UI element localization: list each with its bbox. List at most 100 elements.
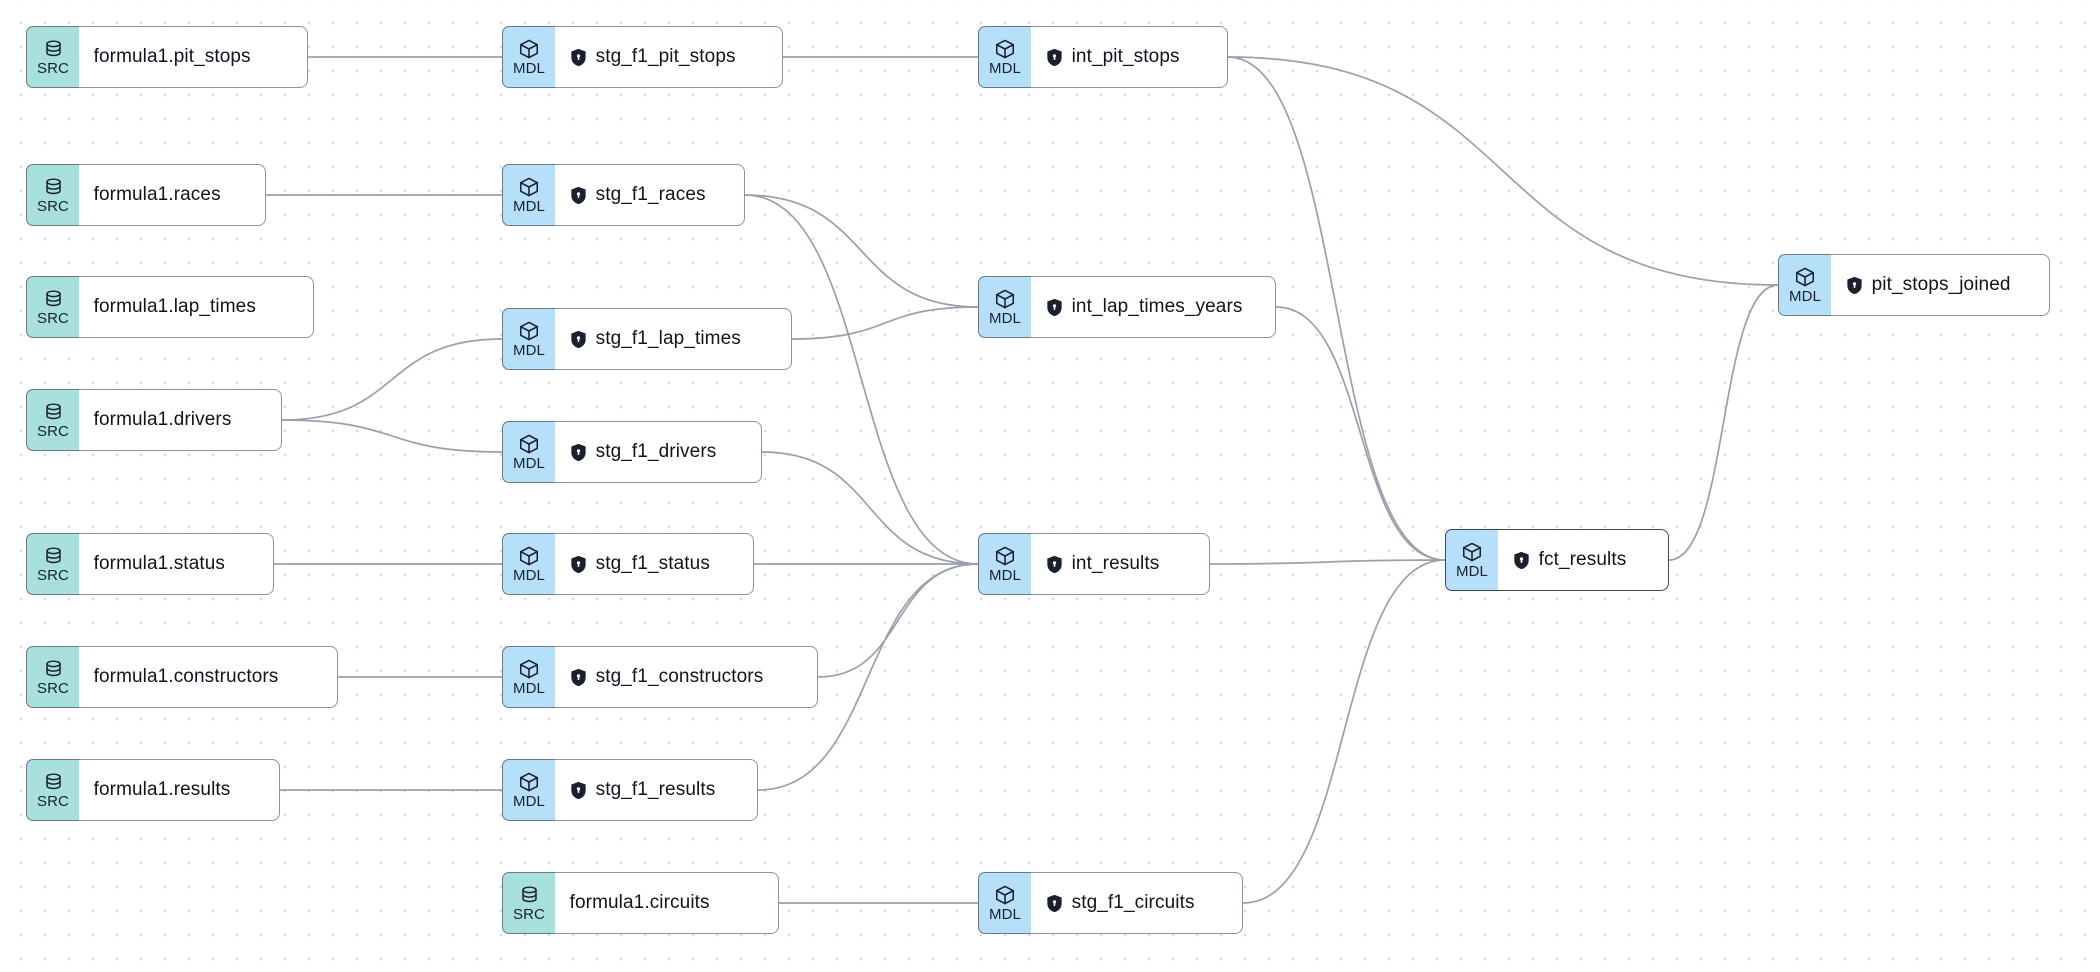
node-body[interactable]: formula1.status	[77, 533, 274, 595]
cube-icon	[1794, 266, 1816, 288]
shield-lock-icon	[570, 443, 587, 462]
cube-icon	[1461, 541, 1483, 563]
edge-src_drivers-to-stg_drivers	[281, 419, 503, 453]
shield-lock-icon	[570, 668, 587, 687]
node-body[interactable]: stg_f1_results	[553, 759, 758, 821]
node-label: stg_f1_status	[595, 553, 710, 574]
graph-node-stg_lap_times[interactable]: MDL stg_f1_lap_times	[502, 308, 792, 370]
badge-text: MDL	[989, 906, 1021, 923]
node-body[interactable]: stg_f1_races	[553, 164, 745, 226]
graph-node-fct_results[interactable]: MDL fct_results	[1445, 529, 1669, 591]
shield-lock-icon	[570, 781, 587, 800]
node-body[interactable]: formula1.constructors	[77, 646, 338, 708]
src-badge: SRC	[26, 533, 79, 595]
badge-text: SRC	[37, 59, 69, 77]
graph-node-stg_results[interactable]: MDL stg_f1_results	[502, 759, 758, 821]
badge-text: MDL	[513, 680, 545, 697]
node-body[interactable]: pit_stops_joined	[1829, 254, 2050, 316]
graph-node-int_lap_times_years[interactable]: MDL int_lap_times_years	[978, 276, 1276, 338]
node-body[interactable]: formula1.lap_times	[77, 276, 314, 338]
mdl-badge: MDL	[502, 646, 555, 708]
badge-text: SRC	[513, 905, 545, 923]
node-label: stg_f1_circuits	[1071, 892, 1195, 913]
graph-node-stg_pit_stops[interactable]: MDL stg_f1_pit_stops	[502, 26, 783, 88]
mdl-badge: MDL	[502, 164, 555, 226]
node-body[interactable]: stg_f1_pit_stops	[553, 26, 783, 88]
edge-int_lap_times_years-to-fct_results	[1275, 306, 1446, 561]
badge-text: MDL	[989, 567, 1021, 584]
graph-node-stg_status[interactable]: MDL stg_f1_status	[502, 533, 754, 595]
mdl-badge: MDL	[1445, 529, 1498, 591]
node-label: pit_stops_joined	[1871, 274, 2011, 295]
mdl-badge: MDL	[502, 759, 555, 821]
mdl-badge: MDL	[502, 421, 555, 483]
node-body[interactable]: stg_f1_constructors	[553, 646, 818, 708]
node-body[interactable]: formula1.drivers	[77, 389, 282, 451]
graph-node-stg_races[interactable]: MDL stg_f1_races	[502, 164, 745, 226]
graph-node-src_circuits[interactable]: SRC formula1.circuits	[502, 872, 779, 934]
node-label: fct_results	[1538, 549, 1627, 570]
node-body[interactable]: fct_results	[1496, 529, 1669, 591]
node-label: formula1.pit_stops	[93, 46, 251, 67]
badge-text: MDL	[989, 60, 1021, 77]
shield-lock-icon	[1046, 48, 1063, 67]
graph-node-stg_constructors[interactable]: MDL stg_f1_constructors	[502, 646, 818, 708]
node-body[interactable]: formula1.pit_stops	[77, 26, 308, 88]
badge-text: MDL	[513, 342, 545, 359]
src-badge: SRC	[26, 276, 79, 338]
src-badge: SRC	[502, 872, 555, 934]
badge-text: MDL	[513, 793, 545, 810]
graph-node-int_results[interactable]: MDL int_results	[978, 533, 1210, 595]
node-label: formula1.drivers	[93, 409, 232, 430]
node-body[interactable]: stg_f1_status	[553, 533, 754, 595]
node-label: formula1.results	[93, 779, 231, 800]
node-label: int_lap_times_years	[1071, 296, 1243, 317]
node-body[interactable]: int_lap_times_years	[1029, 276, 1276, 338]
graph-node-src_drivers[interactable]: SRC formula1.drivers	[26, 389, 282, 451]
badge-text: MDL	[513, 198, 545, 215]
database-icon	[43, 289, 64, 310]
edge-stg_drivers-to-int_results	[761, 451, 979, 565]
database-icon	[43, 402, 64, 423]
mdl-badge: MDL	[502, 533, 555, 595]
node-body[interactable]: formula1.circuits	[553, 872, 779, 934]
mdl-badge: MDL	[978, 276, 1031, 338]
node-label: stg_f1_pit_stops	[595, 46, 736, 67]
shield-lock-icon	[570, 330, 587, 349]
src-badge: SRC	[26, 389, 79, 451]
cube-icon	[518, 433, 540, 455]
mdl-badge: MDL	[978, 872, 1031, 934]
graph-node-src_results[interactable]: SRC formula1.results	[26, 759, 280, 821]
node-body[interactable]: formula1.results	[77, 759, 280, 821]
node-body[interactable]: int_pit_stops	[1029, 26, 1228, 88]
node-body[interactable]: stg_f1_circuits	[1029, 872, 1243, 934]
node-label: stg_f1_races	[595, 184, 706, 205]
node-body[interactable]: formula1.races	[77, 164, 266, 226]
node-label: formula1.circuits	[569, 892, 710, 913]
badge-text: MDL	[1456, 563, 1488, 580]
shield-lock-icon	[1046, 894, 1063, 913]
cube-icon	[518, 176, 540, 198]
node-body[interactable]: int_results	[1029, 533, 1210, 595]
graph-node-stg_circuits[interactable]: MDL stg_f1_circuits	[978, 872, 1243, 934]
shield-lock-icon	[1513, 551, 1530, 570]
node-body[interactable]: stg_f1_lap_times	[553, 308, 792, 370]
node-body[interactable]: stg_f1_drivers	[553, 421, 762, 483]
shield-lock-icon	[1046, 298, 1063, 317]
graph-node-src_pit_stops[interactable]: SRC formula1.pit_stops	[26, 26, 308, 88]
src-badge: SRC	[26, 759, 79, 821]
badge-text: MDL	[513, 60, 545, 77]
badge-text: SRC	[37, 422, 69, 440]
shield-lock-icon	[1046, 555, 1063, 574]
graph-node-int_pit_stops[interactable]: MDL int_pit_stops	[978, 26, 1228, 88]
shield-lock-icon	[1846, 276, 1863, 295]
database-icon	[519, 885, 540, 906]
database-icon	[43, 39, 64, 60]
